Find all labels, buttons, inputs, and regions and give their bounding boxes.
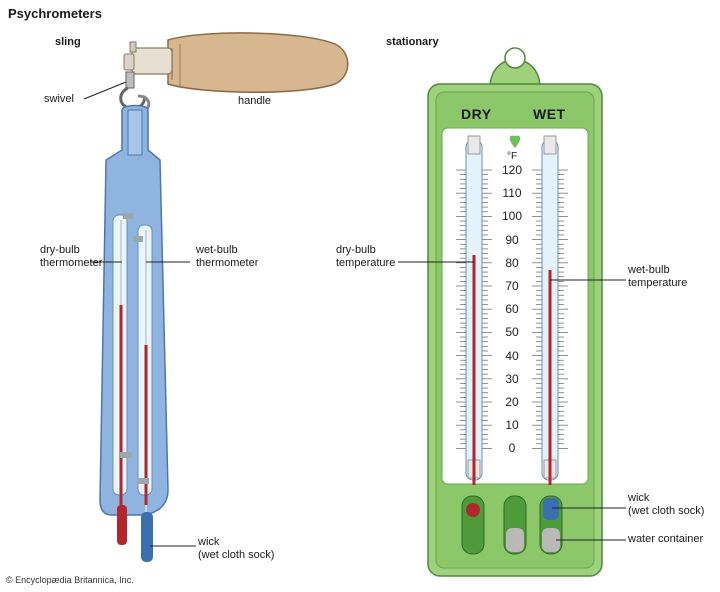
scale-value: 30 bbox=[505, 371, 519, 386]
swivel-drawing bbox=[119, 71, 151, 112]
sling-psychrometer bbox=[83, 32, 349, 562]
sling-wick-label: wick (wet cloth sock) bbox=[198, 536, 275, 561]
wet-bulb-temperature-label: wet-bulb temperature bbox=[628, 264, 688, 289]
wet-bulb-thermometer-label: wet-bulb thermometer bbox=[196, 244, 259, 269]
scale-value: 80 bbox=[505, 255, 519, 270]
scale-value: 60 bbox=[505, 302, 519, 317]
swivel-label: swivel bbox=[44, 93, 74, 105]
scale-value: 20 bbox=[505, 395, 519, 409]
dry-mercury-column bbox=[472, 255, 476, 485]
stationary-wick-label: wick (wet cloth sock) bbox=[628, 492, 705, 517]
sling-frame bbox=[99, 104, 169, 562]
scale-value: 70 bbox=[505, 279, 519, 293]
handle-label: handle bbox=[238, 95, 272, 107]
scale-value: 110 bbox=[502, 186, 522, 201]
copyright-credit: © Encyclopædia Britannica, Inc. bbox=[6, 575, 134, 585]
sling-heading: sling bbox=[55, 36, 81, 48]
handle-drawing bbox=[123, 32, 349, 93]
wet-mercury-column bbox=[548, 270, 552, 485]
scale-value: 90 bbox=[505, 232, 519, 247]
unit-label: °F bbox=[507, 151, 518, 162]
stationary-psychrometer bbox=[398, 47, 626, 577]
scale-value: 40 bbox=[505, 348, 519, 363]
water-container-label: water container bbox=[628, 533, 704, 545]
scale-value: 100 bbox=[501, 209, 523, 224]
scale-value: 120 bbox=[501, 163, 523, 177]
scale-value: 10 bbox=[505, 418, 519, 433]
wet-header: WET bbox=[533, 106, 566, 122]
dry-bulb-thermometer-label: dry-bulb thermometer bbox=[40, 244, 103, 269]
scale-value: 0 bbox=[508, 441, 516, 456]
dry-header: DRY bbox=[461, 106, 492, 122]
figure-title: Psychrometers bbox=[8, 6, 102, 21]
dry-bulb-temperature-label: dry-bulb temperature bbox=[336, 244, 396, 269]
scale-value: 50 bbox=[505, 325, 519, 340]
stationary-heading: stationary bbox=[386, 36, 439, 48]
